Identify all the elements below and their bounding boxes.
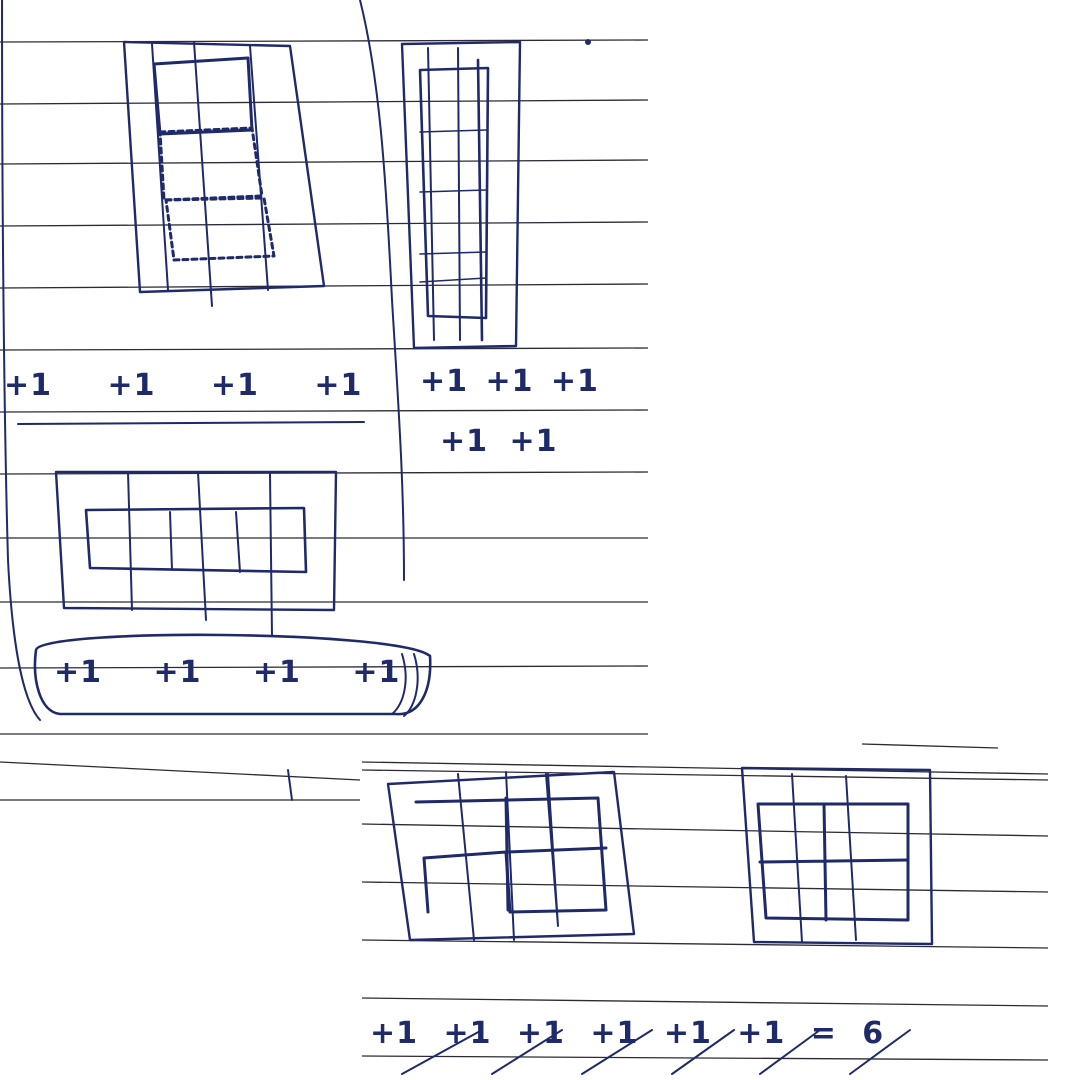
- underline-stroke: [17, 421, 365, 425]
- tick-stroke: [287, 769, 293, 801]
- tally-sum-row: +1 +1 +1 +1 +1 +1 = 6: [370, 1016, 885, 1051]
- column-divider: [359, 0, 405, 581]
- tally-row-3: +1 +1: [440, 424, 558, 459]
- left-margin-line: [1, 0, 41, 721]
- ruled-lines: [362, 743, 1049, 1061]
- lower-notebook-page: +1 +1 +1 +1 +1 +1 = 6: [362, 740, 1080, 1080]
- tally-crossouts: [401, 1029, 911, 1075]
- upper-notebook-page: +1 +1 +1 +1 +1 +1 +1 +1 +1 +1 +1 +1 +1: [0, 0, 648, 808]
- lower-page-drawing: [362, 743, 1049, 1075]
- upper-page-drawing: [0, 0, 648, 801]
- grid-sketch-stacked-blocks: [122, 40, 326, 307]
- grid-sketch-wide-strip: [33, 470, 432, 717]
- grid-sketch-two-blocks: [386, 770, 636, 942]
- tally-row-2: +1 +1 +1: [420, 364, 599, 399]
- grid-sketch-tall-strip: [400, 40, 522, 350]
- ink-dot: [585, 39, 591, 45]
- grid-sketch-four-blocks: [740, 766, 934, 946]
- tally-row-boxed: +1 +1 +1 +1: [54, 655, 401, 690]
- tally-row-1: +1 +1 +1 +1: [4, 368, 363, 403]
